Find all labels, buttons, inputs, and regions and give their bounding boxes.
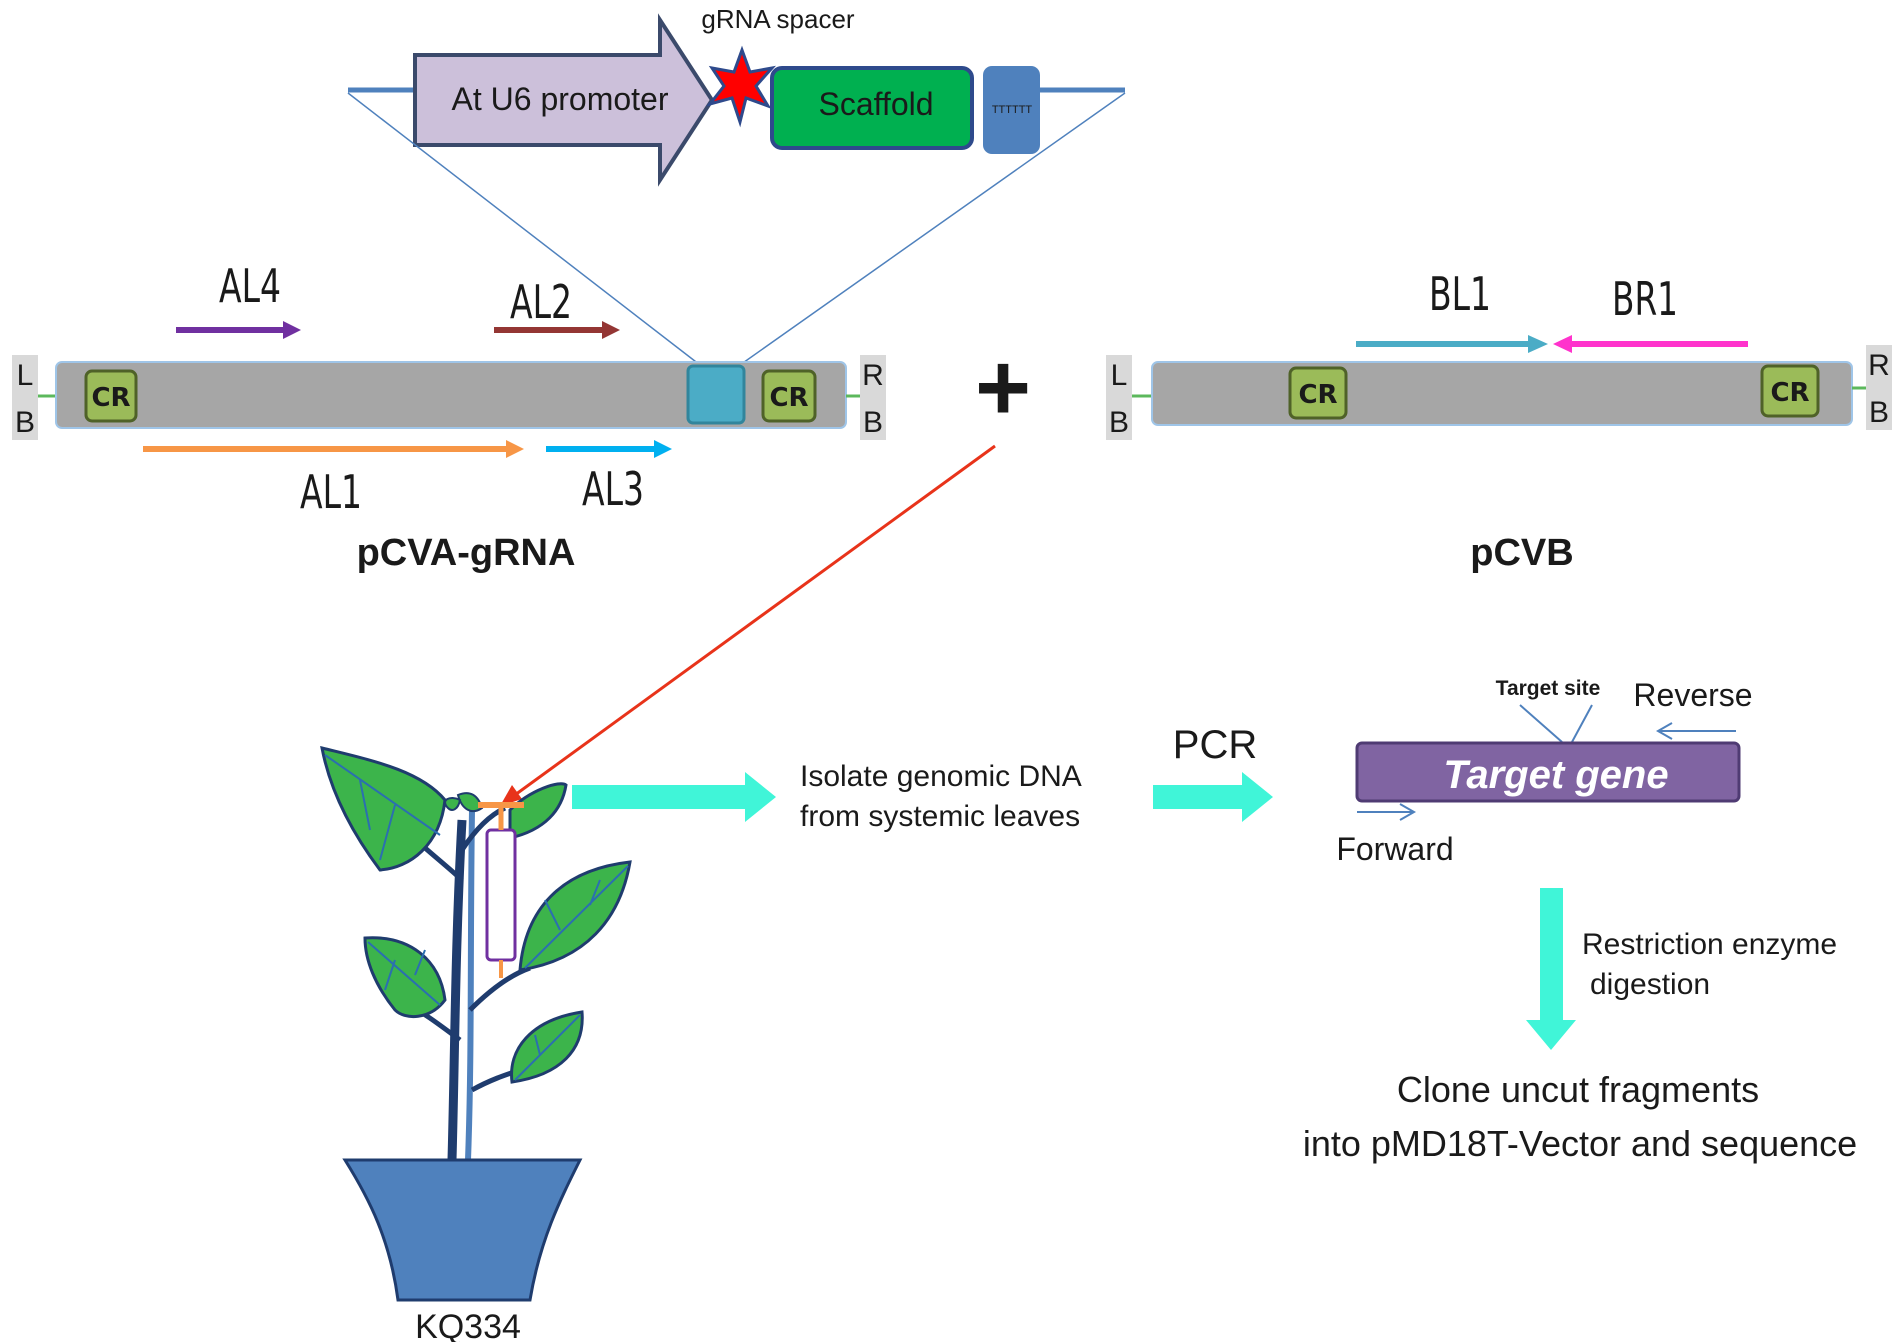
primer-br1-head bbox=[1553, 335, 1572, 353]
vector-b-bar bbox=[1151, 361, 1853, 426]
primer-al2-head bbox=[602, 321, 620, 339]
vector-b-rb-r: R bbox=[1868, 349, 1890, 382]
spacer-label: gRNA spacer bbox=[701, 4, 855, 34]
leaf-top-left bbox=[320, 745, 447, 872]
clone-line1: Clone uncut fragments bbox=[1397, 1069, 1759, 1110]
primer-br1-label: BR1 bbox=[1612, 272, 1678, 326]
digestion-line2: digestion bbox=[1590, 968, 1710, 1001]
leaf-middle-right bbox=[518, 860, 632, 972]
vector-b-lb-b: B bbox=[1109, 406, 1129, 439]
inoculation-arrow-shaft bbox=[507, 444, 996, 802]
plant-stem-secondary bbox=[465, 809, 475, 1161]
vector-a-rb-r: R bbox=[862, 359, 884, 392]
leaf-top-left-veins bbox=[324, 754, 441, 861]
vector-a-cr-right-label: CR bbox=[769, 383, 808, 413]
target-gene-label: Target gene bbox=[1443, 753, 1668, 797]
at-u6-promoter-arrow bbox=[413, 13, 715, 187]
vector-b-title: pCVB bbox=[1470, 532, 1573, 574]
primer-bl1-head bbox=[1528, 335, 1548, 353]
plant-label: KQ334 bbox=[415, 1308, 521, 1342]
vector-b: L B CR CR R B BL1 BR1 pCVB bbox=[1106, 267, 1892, 574]
flow-arrow-digestion bbox=[1526, 888, 1576, 1050]
zoom-line-left bbox=[347, 92, 701, 366]
vector-b-cr-left bbox=[1288, 366, 1348, 420]
forward-primer-head bbox=[1399, 803, 1417, 821]
isolate-line1: Isolate genomic DNA bbox=[800, 760, 1082, 793]
primer-al1-label: AL1 bbox=[300, 465, 362, 519]
terminator-mark: TTTTTT bbox=[992, 104, 1033, 116]
primer-al4-label: AL4 bbox=[219, 259, 281, 313]
primer-al1-head bbox=[506, 440, 524, 458]
scaffold-box bbox=[770, 66, 974, 150]
clone-line2: into pMD18T-Vector and sequence bbox=[1303, 1123, 1857, 1164]
primer-al4-head bbox=[283, 321, 301, 339]
vector-b-cr-right-label: CR bbox=[1770, 378, 1809, 408]
leaf-bud-2 bbox=[444, 797, 462, 811]
vector-a-rb-b: B bbox=[863, 406, 883, 439]
leaf-middle-right-veins bbox=[524, 865, 629, 969]
vector-a-right-border-box bbox=[860, 355, 886, 440]
vector-b-lb-l: L bbox=[1111, 359, 1128, 392]
terminator-box bbox=[983, 66, 1040, 154]
primer-al2-label: AL2 bbox=[510, 275, 572, 329]
scaffold-label: Scaffold bbox=[818, 86, 933, 122]
vector-a-cr-left-label: CR bbox=[91, 383, 130, 413]
vector-a-lb-l: L bbox=[17, 359, 34, 392]
vector-a-left-border-box bbox=[12, 355, 38, 440]
vector-b-right-border-box bbox=[1866, 345, 1892, 430]
vector-a-cr-left bbox=[84, 369, 138, 423]
grna-cassette: At U6 promoter gRNA spacer Scaffold TTTT… bbox=[347, 4, 1126, 366]
promoter-label: At U6 promoter bbox=[452, 81, 669, 117]
plant-stem-main bbox=[447, 819, 467, 1161]
vector-b-cr-left-label: CR bbox=[1298, 380, 1337, 410]
vector-a-title: pCVA-gRNA bbox=[357, 532, 576, 574]
primer-bl1-label: BL1 bbox=[1429, 267, 1491, 321]
leaf-lower-right-veins bbox=[514, 1014, 581, 1081]
reverse-primer-head bbox=[1655, 722, 1673, 740]
target-site-label: Target site bbox=[1496, 677, 1601, 700]
zoom-line-right bbox=[739, 92, 1126, 366]
spacer-star-icon bbox=[706, 45, 777, 128]
target-gene-box bbox=[1355, 741, 1741, 803]
plus-sign: + bbox=[975, 334, 1031, 441]
pcr-label: PCR bbox=[1173, 723, 1257, 767]
plant-illustration: KQ334 bbox=[320, 745, 632, 1342]
target-site-line-left bbox=[1519, 704, 1563, 743]
vector-a: L B CR CR R B AL4 AL2 AL1 AL3 pCVA-gRNA bbox=[12, 259, 886, 574]
flow-arrow-to-isolate bbox=[572, 772, 776, 822]
primer-al3-label: AL3 bbox=[582, 462, 644, 516]
primer-al3-head bbox=[654, 440, 672, 458]
vector-a-cr-right bbox=[761, 369, 817, 423]
workflow: Isolate genomic DNA from systemic leaves… bbox=[572, 677, 1857, 1164]
leaf-middle-left-veins bbox=[367, 941, 441, 1006]
vector-b-cr-right bbox=[1760, 364, 1820, 418]
leaf-top-right bbox=[508, 782, 568, 840]
syringe-barrel bbox=[485, 828, 517, 962]
digestion-line1: Restriction enzyme bbox=[1582, 928, 1837, 961]
plant-pot bbox=[342, 1158, 583, 1302]
vector-b-left-border-box bbox=[1106, 355, 1132, 440]
vector-a-grna-site bbox=[686, 364, 746, 425]
flow-arrow-pcr bbox=[1153, 772, 1273, 822]
inoculation-arrow-head bbox=[500, 785, 522, 806]
forward-label: Forward bbox=[1336, 831, 1453, 867]
isolate-line2: from systemic leaves bbox=[800, 800, 1080, 833]
vector-b-rb-b: B bbox=[1869, 396, 1889, 429]
vector-a-lb-b: B bbox=[15, 406, 35, 439]
reverse-label: Reverse bbox=[1633, 677, 1752, 713]
target-site-line-right bbox=[1571, 704, 1593, 743]
